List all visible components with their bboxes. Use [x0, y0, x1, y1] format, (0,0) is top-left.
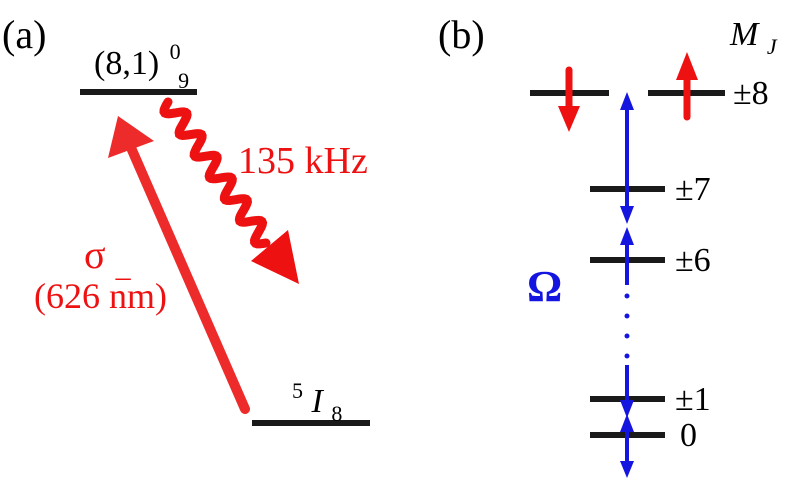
level-label-m1: ±1 — [675, 381, 711, 418]
panel-a-label: (a) — [2, 12, 46, 57]
mj-axis-subscript: J — [767, 34, 778, 59]
spontaneous-decay-arrow — [159, 97, 299, 284]
coupling-ellipsis-dots — [624, 293, 630, 359]
wavelength-label: (626 nm) — [34, 276, 167, 316]
excited-state-label: (8,1) 0 9 — [94, 30, 189, 93]
polarization-symbol: σ — [84, 232, 106, 277]
level-label-m6: ±6 — [675, 242, 711, 279]
level-label-m7: ±7 — [675, 171, 711, 208]
ground-state-letter: I — [311, 383, 325, 420]
mj-axis-letter: M — [729, 16, 760, 53]
laser-excitation-arrow — [108, 116, 250, 414]
excited-state-superscript: 0 — [170, 39, 181, 64]
polarization-label: σ _ — [84, 232, 132, 283]
ground-state-label: 5 I 8 — [292, 369, 342, 426]
ground-state-superscript: 5 — [292, 378, 303, 403]
spin-down-arrow — [558, 66, 580, 132]
level-label-m8: ±8 — [733, 75, 769, 112]
panel-b-label: (b) — [438, 12, 485, 57]
rabi-frequency-label: Ω — [527, 262, 562, 311]
ground-state-subscript: 8 — [331, 401, 342, 426]
spin-up-arrow — [676, 52, 698, 121]
polarization-subscript: _ — [115, 250, 132, 283]
decay-rate-label: 135 kHz — [238, 140, 368, 182]
panel-a: (a) (8,1) 0 9 5 I 8 135 kHz σ _ — [2, 12, 370, 426]
mj-axis-label: M J — [729, 16, 778, 59]
excited-state-prefix: (8,1) — [94, 45, 159, 82]
panel-b: (b) M J ±8 ±7 ±6 ±1 0 — [438, 12, 778, 478]
coupling-arrows — [620, 92, 634, 478]
excited-state-subscript: 9 — [178, 68, 189, 93]
level-label-m0: 0 — [680, 417, 697, 454]
